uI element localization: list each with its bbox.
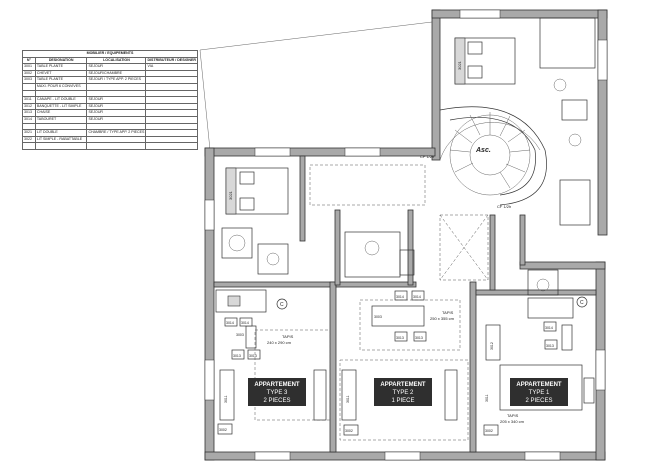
apt-c-type: TYPE 1 [529,390,550,396]
tag-chair-a1: 3013 [233,354,241,358]
fire-door-label-2: CF 1/2h [497,204,511,209]
left-bedroom: 3021 [221,164,559,296]
apartment-label-b [374,378,432,406]
tag-bed-top: 3021 [457,60,462,70]
tag-bed-left: 3021 [228,190,233,200]
bench [485,324,501,361]
tag-stool-a2: 3014 [241,321,249,325]
tag-chair-a2: 3013 [249,354,257,358]
sofa-b [341,369,357,421]
spiral-staircase: Asc. [439,106,547,206]
tag-sofa-c: 3011 [485,394,489,402]
apartment-type-2: 3003 3014 3014 3013 3013 TAPIS 250 x 355… [339,290,469,441]
apartment-type-1: C 3012 3014 3013 APPARTEMENT TYPE 1 2 PI… [343,296,595,436]
rug-size-c: 205 x 340 cm [500,419,525,424]
kitchen-counter-a [215,289,267,313]
rug-label-a: TAPIS [282,334,294,339]
rug-size-a: 240 x 290 cm [267,340,292,345]
apt-a-rooms: 2 PIECES [263,398,290,404]
kitchen-mark-c [576,296,588,308]
tower-bedroom: 3021 [454,17,596,226]
legend-cell [86,142,147,150]
rug-label-b: TAPIS [442,310,454,315]
tag-table-a: 3003 [236,333,244,337]
legend-cell [145,142,198,150]
elevator-label: Asc. [475,147,491,154]
tag-stool-c1: 3014 [545,326,553,330]
apt-a-title: APPARTEMENT [254,382,300,388]
kitchen-mark-a-label: C [280,302,284,308]
tag-chair-b2: 3013 [415,336,423,340]
table-a [245,325,257,349]
tag-bench: 3012 [490,342,494,350]
apt-b-rooms: 1 PIECE [391,398,414,404]
apt-b-type: TYPE 2 [393,390,414,396]
table-b [371,305,425,327]
kitchen-mark-a [276,298,288,310]
sofa-a [219,369,235,421]
windows [204,9,608,461]
tag-nightstand-b: 3002 [345,429,353,433]
apt-c-title: APPARTEMENT [516,382,562,388]
apartment-label-a [248,378,306,406]
kitchen-counter-c [527,297,574,319]
tag-chair-b1: 3013 [396,336,404,340]
apt-c-rooms: 2 PIECES [525,398,552,404]
tag-chair-c1: 3013 [546,344,554,348]
apt-a-type: TYPE 3 [267,390,288,396]
rug-size-b: 250 x 355 cm [430,316,455,321]
legend-row [22,142,198,150]
tag-stool-b1: 3014 [396,295,404,299]
rug-label-c: TAPIS [507,413,519,418]
tag-stool-a1: 3014 [226,321,234,325]
fire-door-label-1: CF 1/2h [420,154,434,159]
kitchen-mark-c-label: C [580,300,584,306]
roof-line-left [199,49,211,151]
tag-sofa-b: 3011 [346,395,350,403]
tag-table-b: 3003 [374,315,382,319]
furniture-legend-table: MOBILIER / EQUIPEMENTS N° DESIGNATION LO… [22,50,198,150]
apt-b-title: APPARTEMENT [380,382,426,388]
tag-stool-b2: 3014 [413,295,421,299]
apartment-type-3: C 3003 3013 3013 3014 3014 TAPIS 240 x 2… [215,289,331,435]
roof-line [199,21,433,51]
tag-sofa-a: 3011 [224,395,228,403]
apartment-label-c [510,378,568,406]
tag-nightstand-a: 3002 [219,428,227,432]
tag-nightstand-c: 3002 [485,429,493,433]
double-bed-left [225,167,289,215]
